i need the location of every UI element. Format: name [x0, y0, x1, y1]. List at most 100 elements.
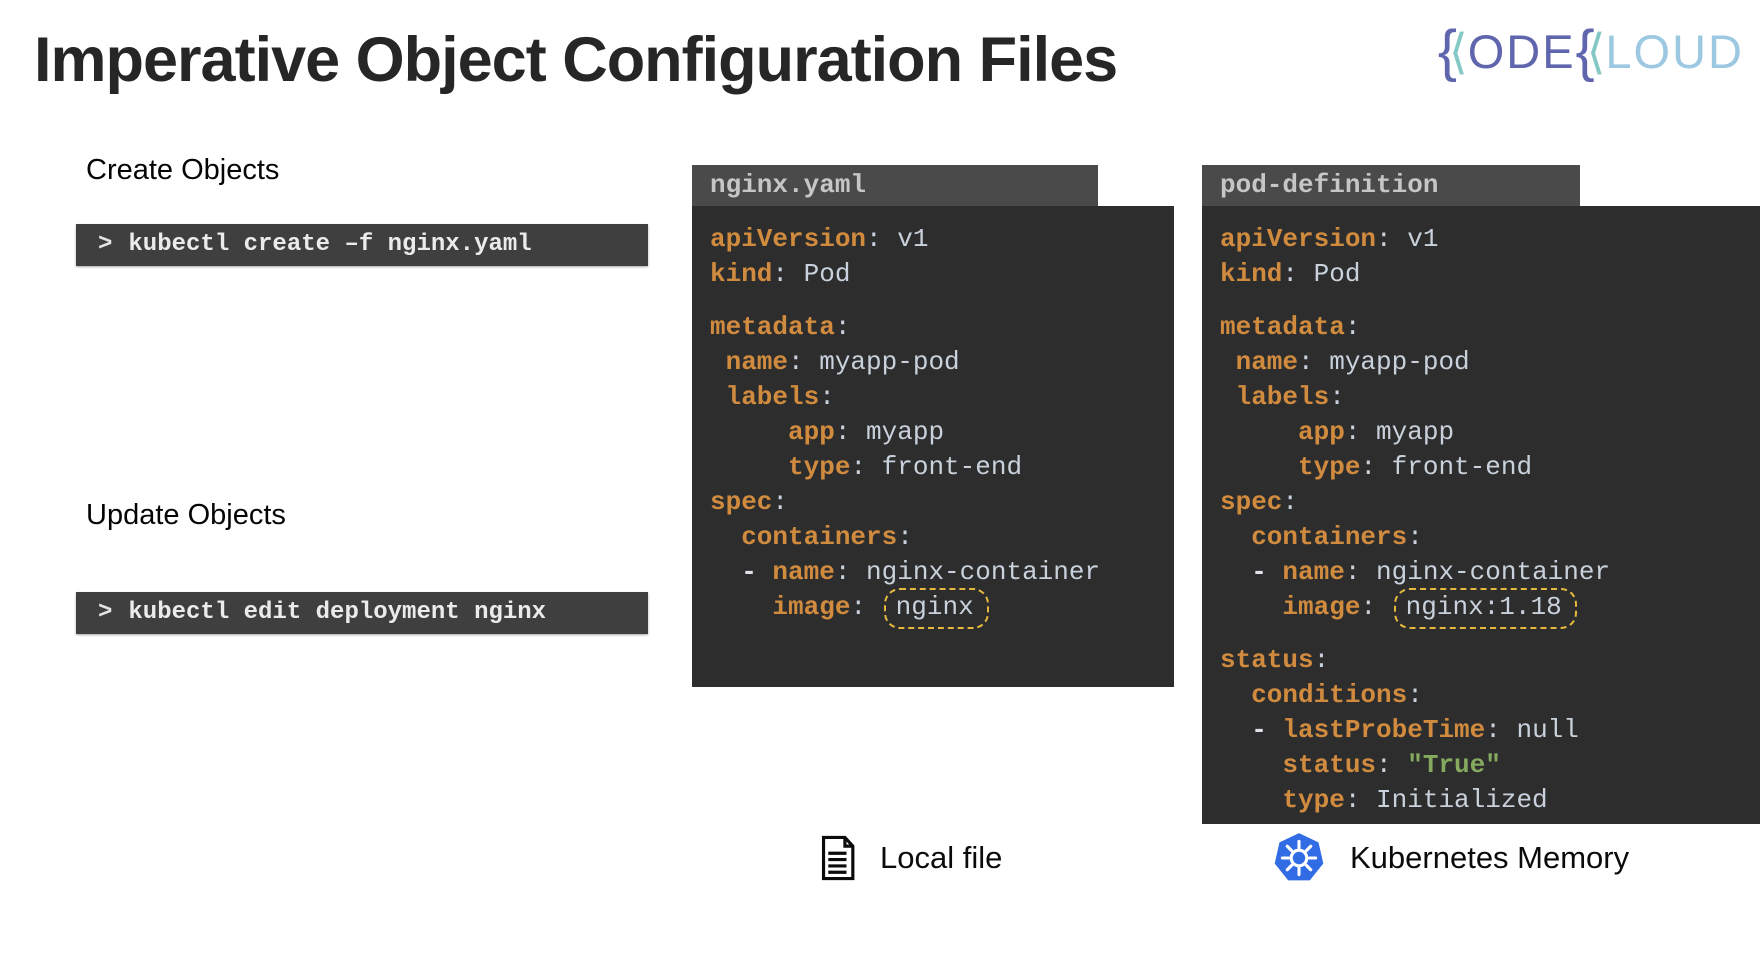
code-token: lastProbeTime	[1282, 715, 1486, 745]
code-token: name	[1220, 347, 1299, 377]
code-line: metadata:	[1220, 310, 1760, 345]
code-line: app: myapp	[710, 415, 1174, 450]
document-icon	[818, 833, 856, 883]
code-line: app: myapp	[1220, 415, 1760, 450]
code-token: status	[1220, 750, 1377, 780]
code-token: : nginx-container	[1344, 557, 1611, 587]
pod-definition-tab: pod-definition	[1202, 165, 1580, 206]
kubernetes-icon	[1272, 831, 1326, 885]
code-token: :	[1313, 645, 1330, 675]
code-token: type	[1220, 452, 1361, 482]
code-token: :	[772, 487, 789, 517]
code-token: apiVersion	[710, 224, 867, 254]
code-token: : myapp	[834, 417, 945, 447]
code-line: labels:	[1220, 380, 1760, 415]
code-token: :	[1376, 750, 1408, 780]
code-line: image: nginx:1.18	[1220, 588, 1760, 629]
prompt-chevron-icon: >	[98, 231, 113, 258]
code-token: kind	[710, 259, 773, 289]
logo-brace-icon: {	[1575, 19, 1597, 83]
kubectl-edit-command-text: kubectl edit deployment nginx	[128, 599, 547, 626]
code-line: type: front-end	[710, 450, 1174, 485]
code-token: type	[710, 452, 851, 482]
code-token: app	[1220, 417, 1345, 447]
code-line: kind: Pod	[710, 257, 1174, 292]
code-token: : front-end	[850, 452, 1023, 482]
logo-chevron-icon: ⟨	[1586, 26, 1608, 79]
code-token: image	[710, 592, 851, 622]
code-token: image	[1220, 592, 1361, 622]
code-token: -	[1220, 715, 1283, 745]
code-line: image: nginx	[710, 588, 1174, 629]
code-token: :	[1407, 522, 1423, 552]
code-line: conditions:	[1220, 678, 1760, 713]
code-line: status:	[1220, 643, 1760, 678]
code-token: spec	[710, 487, 773, 517]
code-token: containers	[710, 522, 898, 552]
code-token: : null	[1485, 715, 1579, 745]
code-line: labels:	[710, 380, 1174, 415]
code-line: apiVersion: v1	[710, 222, 1174, 257]
code-token: :	[1329, 382, 1345, 412]
code-token: name	[710, 347, 789, 377]
code-line: containers:	[1220, 520, 1760, 555]
local-file-label: Local file	[880, 840, 1003, 875]
highlighted-value: nginx	[883, 588, 989, 629]
code-token: spec	[1220, 487, 1283, 517]
code-token: :	[1344, 312, 1361, 342]
kubernetes-memory-legend: Kubernetes Memory	[1272, 830, 1629, 886]
code-token: :	[1360, 592, 1392, 622]
code-line: - name: nginx-container	[710, 555, 1174, 590]
code-token: containers	[1220, 522, 1408, 552]
code-blank-line	[710, 292, 1174, 310]
code-token: :	[850, 592, 882, 622]
nginx-yaml-tab: nginx.yaml	[692, 165, 1098, 206]
code-token: : v1	[866, 224, 929, 254]
update-objects-label: Update Objects	[86, 499, 286, 531]
code-token: :	[819, 382, 835, 412]
code-blank-line	[1220, 292, 1760, 310]
code-line: name: myapp-pod	[1220, 345, 1760, 380]
code-line: spec:	[1220, 485, 1760, 520]
local-file-legend: Local file	[818, 830, 1002, 886]
code-token: -	[710, 557, 773, 587]
code-line: status: "True"	[1220, 748, 1760, 783]
code-token: :	[1282, 487, 1299, 517]
logo-brace-icon: {	[1437, 19, 1459, 83]
code-token: conditions	[1220, 680, 1408, 710]
code-token: metadata	[1220, 312, 1345, 342]
logo-chevron-icon: ⟨	[1448, 26, 1470, 79]
code-line: type: Initialized	[1220, 783, 1760, 818]
code-token: : Pod	[1282, 259, 1361, 289]
code-line: apiVersion: v1	[1220, 222, 1760, 257]
code-token: : myapp	[1344, 417, 1455, 447]
code-token: labels	[1220, 382, 1330, 412]
kubernetes-memory-label: Kubernetes Memory	[1350, 840, 1630, 875]
code-line: containers:	[710, 520, 1174, 555]
kubectl-edit-command: > kubectl edit deployment nginx	[76, 592, 648, 634]
code-token: labels	[710, 382, 820, 412]
highlighted-value: nginx:1.18	[1393, 588, 1577, 629]
kodekloud-logo: {⟨ODE{⟨LOUD	[1438, 18, 1744, 84]
code-line: spec:	[710, 485, 1174, 520]
code-token: :	[1407, 680, 1423, 710]
code-token: metadata	[710, 312, 835, 342]
code-token: : Pod	[772, 259, 851, 289]
logo-text: ODE	[1467, 25, 1576, 78]
code-token: name	[772, 557, 835, 587]
code-line: - lastProbeTime: null	[1220, 713, 1760, 748]
code-token: -	[1220, 557, 1283, 587]
code-token: status	[1220, 645, 1314, 675]
code-token: :	[897, 522, 913, 552]
code-token: app	[710, 417, 835, 447]
prompt-chevron-icon: >	[98, 599, 113, 626]
code-line: name: myapp-pod	[710, 345, 1174, 380]
code-line: type: front-end	[1220, 450, 1760, 485]
code-token: name	[1282, 557, 1345, 587]
page-title: Imperative Object Configuration Files	[34, 25, 1118, 95]
code-token: : front-end	[1360, 452, 1533, 482]
